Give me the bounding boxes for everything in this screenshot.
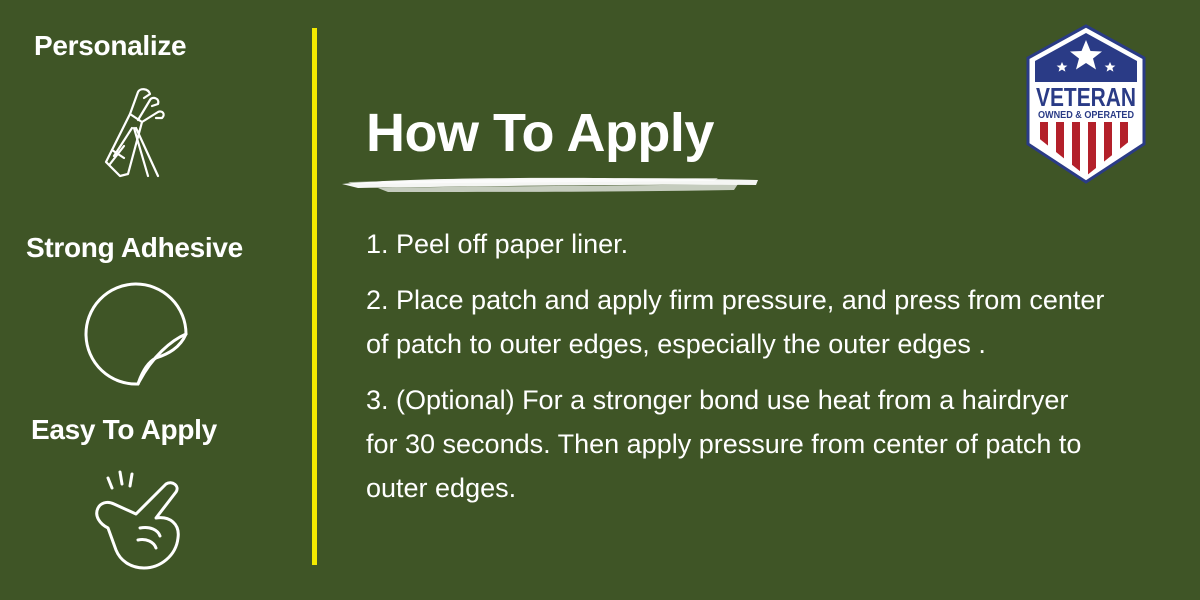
instructions-list: 1. Peel off paper liner. 2. Place patch …: [366, 222, 1126, 522]
feature-label-personalize: Personalize: [34, 30, 187, 61]
badge-subtitle: OWNED & OPERATED: [1038, 110, 1134, 121]
peeling-sticker-icon: [84, 282, 188, 386]
step-1: 1. Peel off paper liner.: [366, 229, 629, 259]
step-3: 3. (Optional) For a stronger bond use he…: [366, 385, 1082, 503]
feature-label-strong-adhesive: Strong Adhesive: [26, 232, 243, 263]
step-2: 2. Place patch and apply firm pressure, …: [366, 285, 1105, 359]
star-icon: [1070, 40, 1102, 70]
badge-title: VETERAN: [1036, 82, 1136, 112]
golf-bag-icon: [104, 88, 165, 178]
vertical-divider: [312, 28, 317, 565]
brush-stroke-underline: [342, 177, 758, 192]
veteran-owned-badge: VETERAN OWNED & OPERATED: [1026, 24, 1146, 184]
page-title: How To Apply: [366, 103, 714, 163]
feature-label-easy-to-apply: Easy To Apply: [31, 414, 217, 445]
snap-fingers-icon: [95, 470, 180, 570]
